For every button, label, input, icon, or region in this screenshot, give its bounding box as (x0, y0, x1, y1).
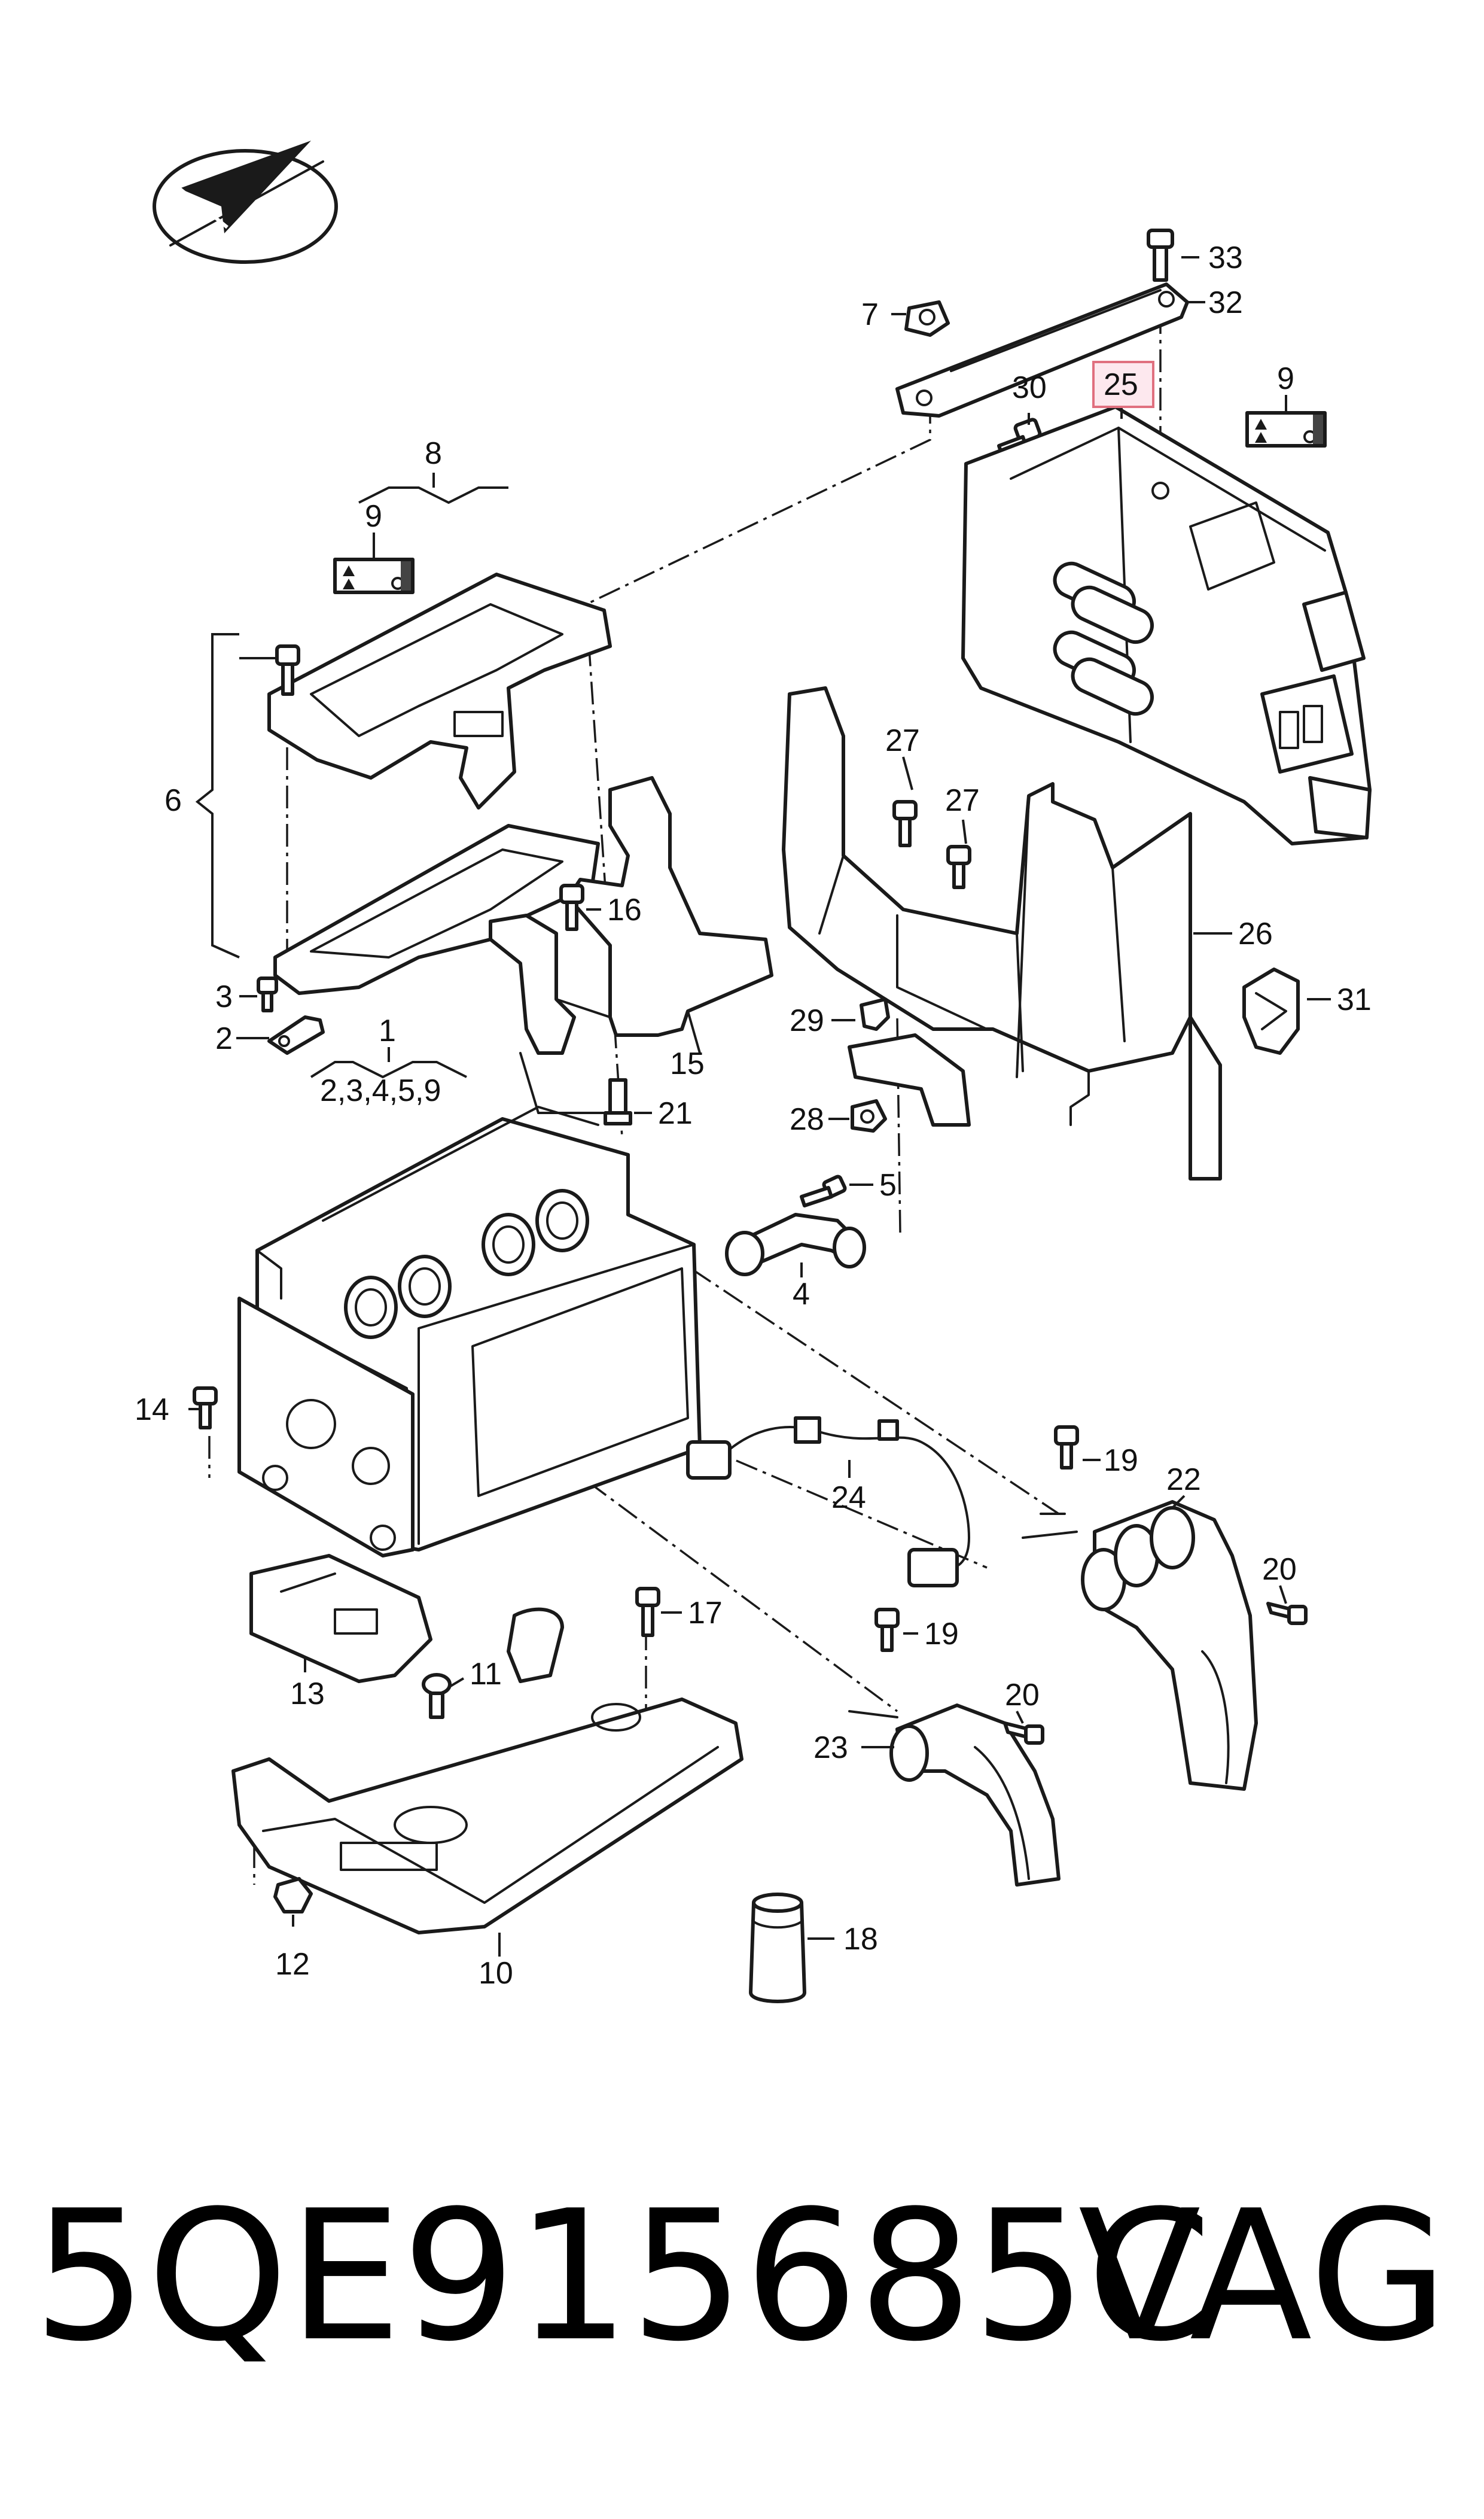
callout-32: 32 (1208, 285, 1243, 320)
callout-9-left: 9 (365, 499, 382, 534)
callout-33: 33 (1208, 241, 1243, 275)
part-19-bolt-lower (874, 1608, 900, 1652)
part-3-bolt (257, 976, 278, 1012)
callout-8: 8 (425, 436, 442, 471)
callout-16: 16 (607, 893, 642, 927)
callout-11: 11 (470, 1657, 502, 1691)
part-11-bolt (422, 1673, 452, 1719)
callout-2: 2 (215, 1021, 233, 1056)
part-28-nut (851, 1099, 887, 1133)
callout-20-upper: 20 (1262, 1552, 1297, 1587)
part-9-warning-label (1245, 411, 1327, 448)
callout-23: 23 (813, 1730, 848, 1765)
callout-labels: 33 32 7 30 25 9 8 9 6 27 27 16 26 3 31 2… (135, 241, 1372, 1991)
callout-7: 7 (861, 297, 879, 332)
part-17-bolt (635, 1587, 660, 1637)
part-19-bolt-upper (1054, 1425, 1079, 1470)
part-8-top-cover (267, 573, 612, 810)
highlight-box-25 (1092, 361, 1154, 408)
connector-block (1260, 591, 1372, 839)
part-32-bracket-bar (895, 282, 1189, 418)
callout-3: 3 (215, 979, 233, 1014)
orientation-logo (153, 141, 338, 264)
part-15-bracket (489, 776, 773, 1114)
part-23-coolant-hose (848, 1703, 1061, 1887)
callout-12: 12 (275, 1947, 310, 1982)
coolant-port-pipes (1053, 561, 1154, 716)
callout-21: 21 (658, 1096, 693, 1131)
part-22-coolant-hoses (1022, 1500, 1258, 1791)
part-9-warning-label-2 (333, 558, 415, 594)
callout-group-2-3-4-5-9: 2,3,4,5,9 (320, 1073, 441, 1108)
part-29-clip (860, 997, 890, 1031)
callout-29: 29 (790, 1003, 824, 1038)
part-31-bracket (1242, 968, 1300, 1055)
part-1-housing (237, 1106, 702, 1557)
callout-28: 28 (790, 1102, 824, 1137)
callout-5: 5 (879, 1168, 897, 1203)
housing-ports (344, 1189, 589, 1339)
part-33-bolt (1147, 229, 1174, 282)
part-16-bolt (559, 884, 584, 931)
callout-27-upper: 27 (885, 723, 920, 758)
part-12-clip (273, 1877, 313, 1913)
callout-10: 10 (479, 1956, 513, 1991)
part-13-plate (249, 1554, 432, 1683)
callout-1: 1 (379, 1014, 396, 1048)
part-10-underbody-tray (231, 1607, 743, 1934)
callout-19-upper: 19 (1104, 1443, 1138, 1478)
part-2-sensor (267, 1015, 325, 1055)
callout-14: 14 (135, 1392, 169, 1427)
callout-15: 15 (670, 1046, 705, 1081)
callout-31: 31 (1337, 982, 1372, 1017)
callout-18: 18 (843, 1922, 878, 1957)
callout-25: 25 (1104, 367, 1138, 402)
callout-17: 17 (688, 1596, 723, 1630)
part-20-bolt-upper (1266, 1602, 1308, 1625)
part-26-carrier-frame (782, 686, 1222, 1181)
callout-26: 26 (1238, 917, 1273, 951)
callout-20-lower: 20 (1005, 1678, 1040, 1712)
callout-13: 13 (290, 1677, 325, 1711)
part-6-bolt (275, 644, 300, 696)
callout-24: 24 (831, 1480, 866, 1515)
part-14-bolt (193, 1386, 218, 1429)
part-24-wiring-harness (686, 1416, 970, 1587)
callout-27-lower: 27 (945, 783, 980, 818)
callout-6: 6 (164, 783, 182, 818)
part-20-bolt-lower (1003, 1721, 1044, 1745)
callout-19-lower: 19 (924, 1617, 959, 1651)
part-18-container (749, 1893, 806, 2003)
part-number-text: 5QE915685C (33, 2172, 1212, 2381)
callout-4: 4 (793, 1277, 810, 1312)
part-7-nut (904, 300, 950, 337)
part-21-stud (604, 1078, 632, 1125)
callout-22: 22 (1166, 1462, 1201, 1497)
leader-lines (188, 256, 1331, 1957)
part-25-converter-unit (961, 405, 1372, 845)
brand-text: VAG (1078, 2172, 1448, 2381)
callout-30: 30 (1012, 370, 1047, 405)
part-27-bolts (892, 800, 971, 889)
callout-9-right: 9 (1277, 361, 1294, 396)
part-4-coolant-pipe (725, 1213, 866, 1276)
part-5-bolt (800, 1175, 847, 1207)
